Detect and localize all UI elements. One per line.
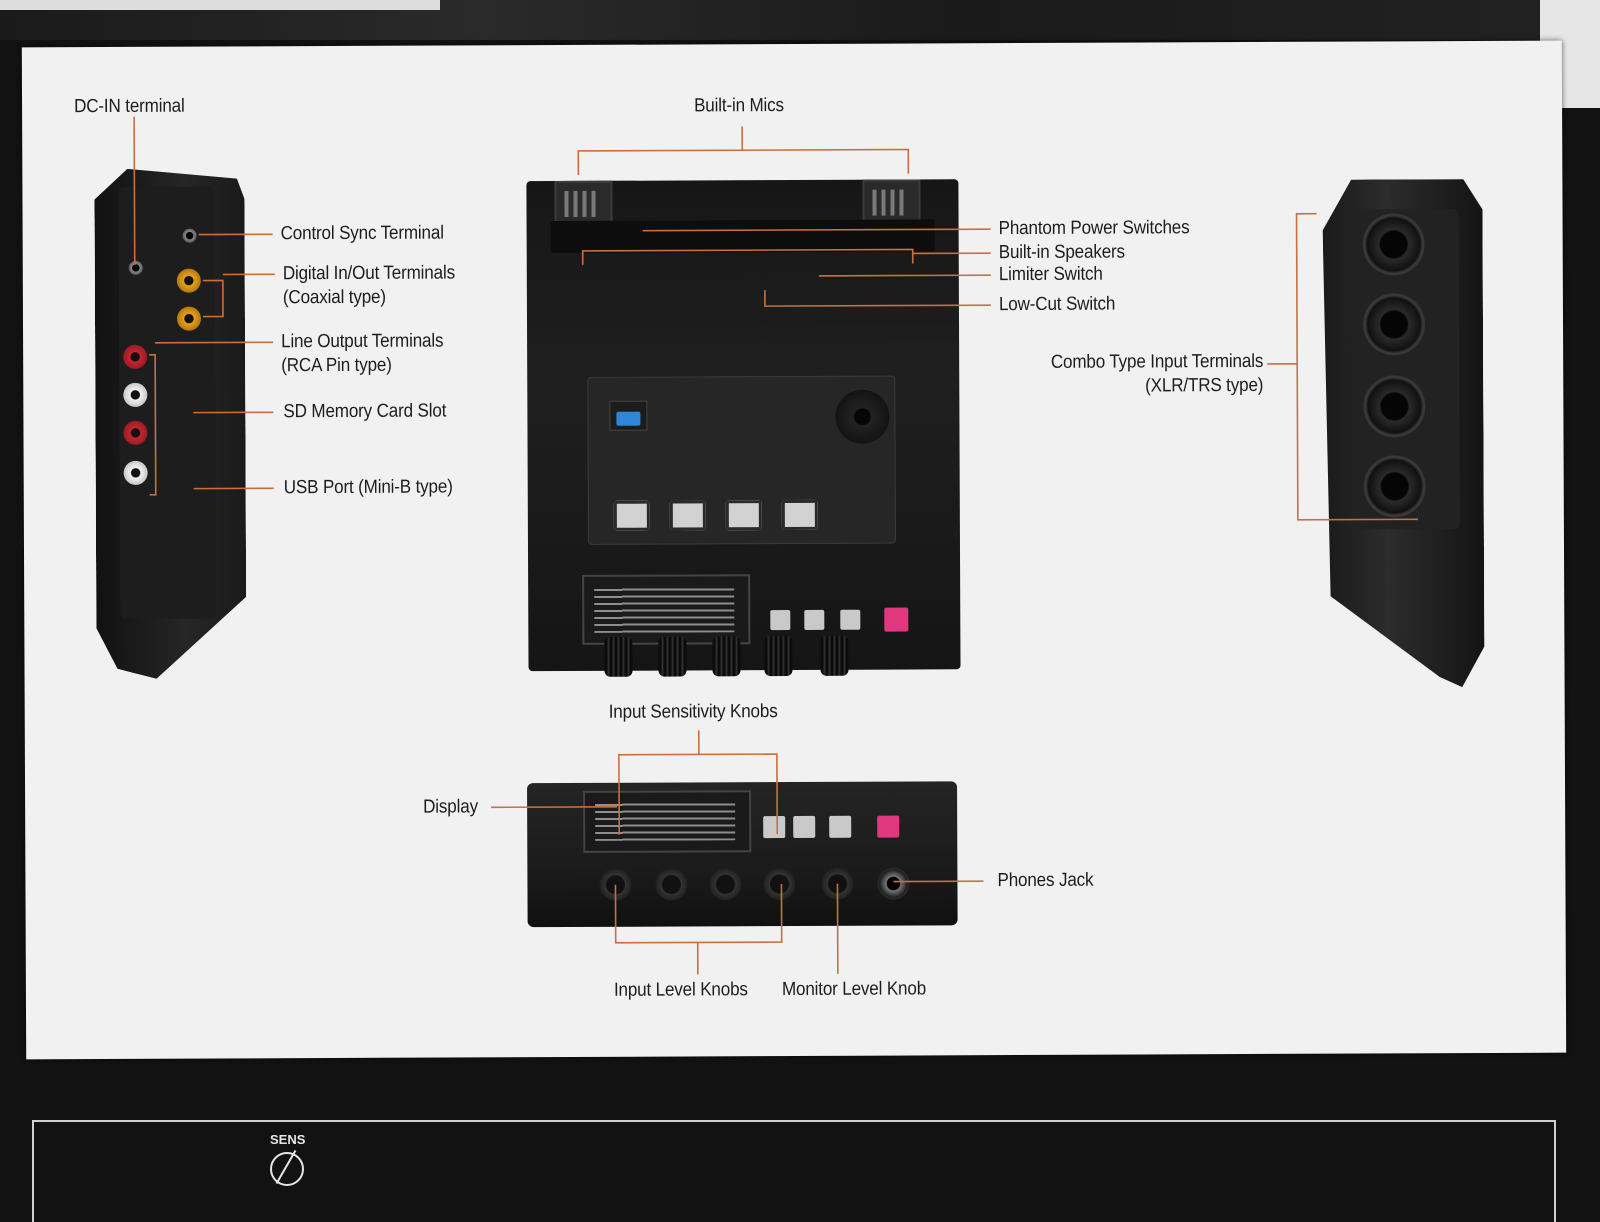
label-speakers: Built-in Speakers	[999, 241, 1125, 266]
label-lowcut: Low-Cut Switch	[999, 293, 1115, 318]
background-top	[0, 0, 1600, 40]
label-combo-main: Combo Type Input Terminals	[1051, 351, 1263, 373]
label-line-output-main: Line Output Terminals	[281, 331, 443, 353]
label-dc-in: DC-IN terminal	[74, 95, 185, 119]
label-combo: Combo Type Input Terminals (XLR/TRS type…	[1047, 350, 1263, 399]
sens-knob-icon	[270, 1152, 304, 1186]
label-display: Display	[423, 795, 478, 819]
leader-lines	[22, 41, 1566, 1060]
label-builtin-mics: Built-in Mics	[694, 94, 784, 118]
leader-display	[491, 807, 617, 808]
leader-lowcut	[765, 289, 991, 306]
leader-speakers	[583, 249, 913, 264]
leader-limiter	[819, 275, 991, 276]
label-phantom: Phantom Power Switches	[999, 216, 1190, 241]
label-line-output-sub: (RCA Pin type)	[281, 354, 443, 379]
label-digital-io-sub: (Coaxial type)	[283, 285, 455, 310]
label-digital-io-main: Digital In/Out Terminals	[283, 262, 455, 284]
leader-dc-in	[134, 117, 135, 265]
leader-phantom	[643, 229, 991, 231]
leader-mics	[578, 149, 908, 174]
leader-level	[615, 884, 781, 943]
label-sd-slot: SD Memory Card Slot	[283, 400, 446, 425]
label-digital-io: Digital In/Out Terminals (Coaxial type)	[283, 261, 455, 310]
bottom-panel-outline	[32, 1120, 1556, 1222]
label-phones-jack: Phones Jack	[997, 869, 1093, 893]
label-line-output: Line Output Terminals (RCA Pin type)	[281, 330, 443, 379]
leader-combo	[1297, 213, 1418, 520]
paper-strip	[0, 0, 440, 10]
label-control-sync: Control Sync Terminal	[281, 222, 444, 247]
leader-line-output-h	[155, 342, 273, 343]
label-combo-sub: (XLR/TRS type)	[1047, 374, 1263, 399]
leader-digital-io	[203, 280, 223, 316]
label-input-sensitivity: Input Sensitivity Knobs	[609, 700, 778, 725]
leader-sensitivity	[619, 754, 777, 835]
label-monitor-level: Monitor Level Knob	[782, 977, 926, 1002]
leader-line-output	[149, 355, 156, 495]
label-limiter: Limiter Switch	[999, 263, 1103, 287]
label-usb-port: USB Port (Mini-B type)	[284, 475, 453, 500]
sens-label: SENS	[270, 1132, 305, 1147]
diagram-card: DC-IN terminal Built-in Mics Control Syn…	[22, 41, 1566, 1060]
label-input-level: Input Level Knobs	[614, 978, 748, 1003]
